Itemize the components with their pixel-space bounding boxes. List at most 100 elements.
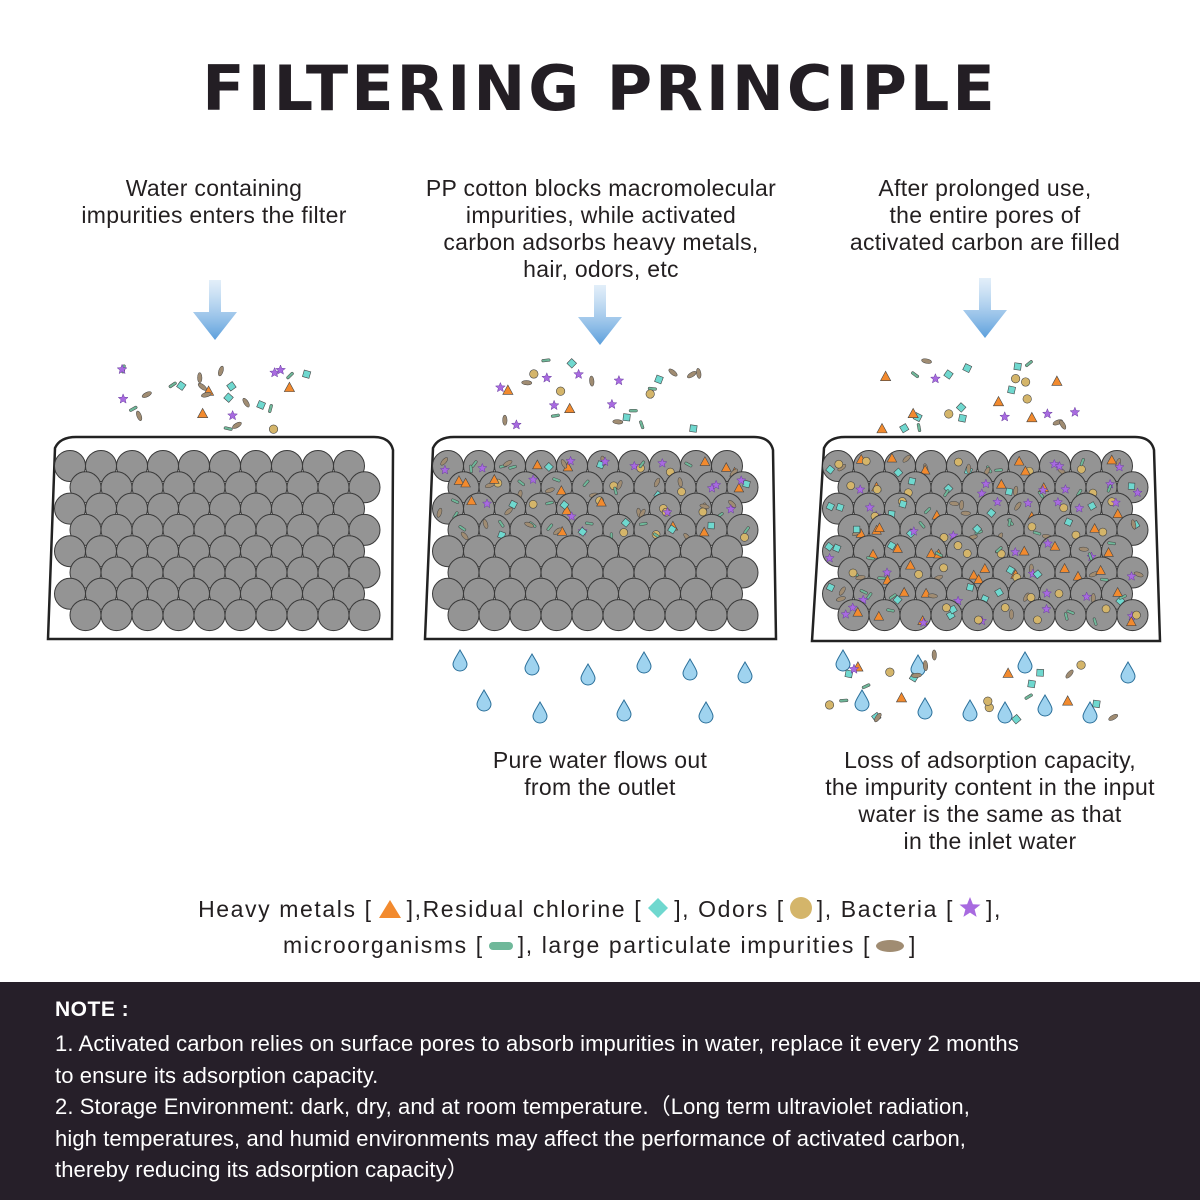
particulate-particle bbox=[931, 649, 937, 661]
bacteria-particle bbox=[1042, 538, 1054, 549]
odor-particle bbox=[645, 389, 655, 399]
water-drop-icon bbox=[476, 688, 492, 712]
heavy-metal-particle bbox=[466, 495, 477, 506]
bacteria-particle bbox=[1126, 570, 1137, 581]
odor-particle bbox=[1011, 374, 1021, 384]
carbon-granule bbox=[540, 599, 573, 632]
chlorine-particle bbox=[943, 369, 954, 380]
carbon-granule bbox=[69, 599, 102, 632]
heavy-metal-particle bbox=[996, 478, 1007, 489]
heavy-metal-particle bbox=[1126, 616, 1137, 626]
chlorine-particle bbox=[1007, 385, 1016, 395]
carbon-granule bbox=[162, 599, 195, 632]
chlorine-particle bbox=[892, 594, 903, 605]
chlorine-particle bbox=[689, 424, 698, 433]
microorganism-particle bbox=[916, 423, 922, 433]
heavy-metal-particle bbox=[873, 610, 885, 621]
microorganism-particle bbox=[638, 460, 646, 469]
particulate-particle bbox=[1133, 571, 1144, 578]
bacteria-particle bbox=[848, 663, 860, 674]
legend-label: Residual chlorine bbox=[422, 896, 627, 922]
chlorine-particle bbox=[893, 467, 904, 478]
chlorine-particle bbox=[577, 526, 588, 537]
water-drop-icon bbox=[698, 700, 714, 724]
microorganism-particle bbox=[508, 464, 517, 470]
chlorine-particle bbox=[948, 604, 958, 615]
chlorine-particle bbox=[654, 374, 664, 385]
chlorine-particle bbox=[1027, 679, 1036, 689]
bacteria-particle bbox=[857, 594, 869, 605]
microorganism-particle bbox=[541, 358, 551, 363]
bacteria-particle bbox=[657, 457, 668, 468]
legend-label: microorganisms bbox=[283, 932, 468, 958]
down-arrow-icon bbox=[963, 278, 1007, 338]
particulate-particle bbox=[436, 507, 443, 518]
chlorine-particle bbox=[825, 501, 835, 512]
chlorine-particle bbox=[965, 583, 975, 592]
particulate-particle bbox=[232, 421, 242, 429]
heavy-metal-particle bbox=[880, 370, 892, 381]
note-panel: NOTE : 1. Activated carbon relies on sur… bbox=[0, 982, 1200, 1200]
particulate-particle bbox=[524, 521, 534, 528]
odor-particle bbox=[861, 456, 871, 466]
odor-particle bbox=[953, 541, 963, 550]
bacteria-particle bbox=[275, 364, 287, 375]
microorganism-particle bbox=[839, 698, 849, 703]
carbon-granule bbox=[131, 599, 164, 632]
heavy-metal-particle bbox=[905, 559, 916, 570]
down-arrow-icon bbox=[193, 280, 237, 340]
bacteria-particle bbox=[908, 525, 919, 536]
odor-particle bbox=[996, 549, 1006, 559]
caption-line: the impurity content in the input bbox=[825, 774, 1155, 800]
chlorine-particle bbox=[844, 669, 854, 679]
heavy-metal-particle bbox=[1062, 695, 1074, 706]
bacteria-particle bbox=[439, 464, 451, 475]
chlorine-particle bbox=[825, 464, 836, 475]
carbon-granule bbox=[193, 599, 226, 632]
microorganism-particle bbox=[545, 500, 554, 506]
particulate-particle bbox=[589, 375, 595, 387]
microorganism-particle bbox=[1100, 577, 1109, 582]
particulate-particle bbox=[855, 575, 866, 581]
bacteria-particle bbox=[929, 373, 941, 384]
chlorine-particle bbox=[853, 525, 861, 533]
bacteria-particle bbox=[527, 474, 539, 485]
carbon-granule bbox=[478, 599, 511, 632]
chlorine-particle bbox=[907, 477, 917, 486]
particulate-particle bbox=[696, 368, 702, 379]
heavy-metal-particle bbox=[1002, 667, 1014, 678]
particulate-particle bbox=[687, 371, 697, 379]
water-drop-icon bbox=[532, 700, 548, 724]
bacteria-particle bbox=[1069, 406, 1081, 417]
bacteria-particle bbox=[1132, 487, 1143, 498]
particulate-particle bbox=[616, 480, 623, 490]
carbon-granule bbox=[992, 599, 1025, 632]
caption-line: hair, odors, etc bbox=[523, 256, 679, 282]
microorganism-particle bbox=[517, 479, 525, 487]
odor-particle bbox=[872, 485, 882, 494]
legend-label: Heavy metals bbox=[198, 896, 357, 922]
bacteria-particle bbox=[918, 617, 929, 628]
heavy-metal-particle bbox=[197, 407, 209, 419]
particulate-particle bbox=[836, 596, 846, 602]
particulate-particle bbox=[560, 459, 568, 469]
heavy-metal-particle bbox=[489, 473, 500, 484]
page-title: FILTERING PRINCIPLE bbox=[202, 52, 998, 125]
stage-1-caption-top: Water containing impurities enters the f… bbox=[24, 175, 404, 229]
chlorine-particle bbox=[825, 582, 836, 593]
caption-line: impurities, while activated bbox=[465, 202, 737, 228]
microorganism-particle bbox=[1007, 518, 1012, 527]
microorganism-particle bbox=[886, 608, 895, 613]
chlorine-particle bbox=[1011, 714, 1022, 725]
bacteria-particle bbox=[599, 456, 611, 467]
chlorine-particle bbox=[622, 413, 631, 422]
bacteria-particle bbox=[1041, 407, 1053, 419]
bacteria-particle bbox=[881, 567, 893, 577]
heavy-metal-particle bbox=[919, 464, 931, 475]
caption-line: water is the same as that bbox=[858, 801, 1122, 827]
heavy-metal-particle bbox=[532, 459, 543, 470]
carbon-granule bbox=[695, 599, 728, 632]
odor-particle bbox=[1077, 464, 1086, 474]
bacteria-particle bbox=[999, 411, 1011, 422]
bacteria-particle bbox=[1052, 496, 1064, 507]
